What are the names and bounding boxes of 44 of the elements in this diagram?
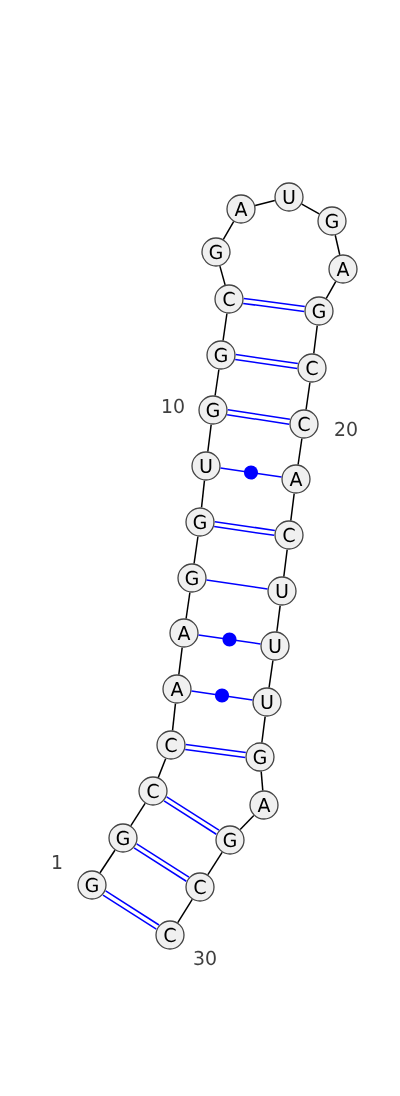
base-pair-line (227, 409, 291, 421)
backbone-line (305, 381, 311, 411)
backbone-line (301, 203, 320, 215)
base-pair-line (235, 353, 299, 365)
position-number: 30 (194, 950, 216, 966)
backbone-line (260, 770, 264, 792)
backbone-line (99, 849, 116, 874)
backbone-line (222, 312, 228, 342)
backbone-line (297, 437, 303, 466)
position-number: 10 (163, 398, 184, 414)
backbone-line (207, 851, 223, 876)
backbone-line (268, 659, 274, 689)
backbone-line (334, 234, 341, 256)
backbone-line (200, 479, 206, 509)
backbone-line (130, 802, 146, 827)
backbone-line (325, 281, 337, 300)
backbone-line (283, 548, 288, 578)
base-pair-line (214, 520, 276, 532)
backbone-line (178, 646, 183, 676)
backbone-line (290, 492, 295, 522)
base-pair-line (184, 748, 246, 759)
backbone-line (185, 591, 191, 620)
base-pair-line (234, 358, 298, 370)
backbone-line (254, 199, 276, 207)
backbone-line (261, 715, 266, 744)
backbone-line (222, 220, 235, 241)
backbone-line (207, 423, 212, 453)
backbone-line (193, 535, 199, 565)
backbone-line (157, 757, 167, 779)
backbone-line (177, 898, 193, 924)
position-number: 1 (53, 855, 62, 869)
position-number: 20 (335, 421, 357, 437)
backbone-line (171, 702, 177, 732)
base-pair-line (242, 302, 305, 313)
base-pair-line (185, 743, 247, 754)
base-pair-line (226, 413, 290, 425)
base-pair-line (205, 579, 269, 590)
base-pair-line (213, 525, 275, 537)
base-pair-line (243, 297, 306, 308)
backbone-line (276, 604, 281, 633)
backbone-line (313, 324, 318, 355)
backbone-line (239, 814, 255, 831)
backbone-line (214, 368, 220, 397)
backbone-line (219, 265, 226, 286)
